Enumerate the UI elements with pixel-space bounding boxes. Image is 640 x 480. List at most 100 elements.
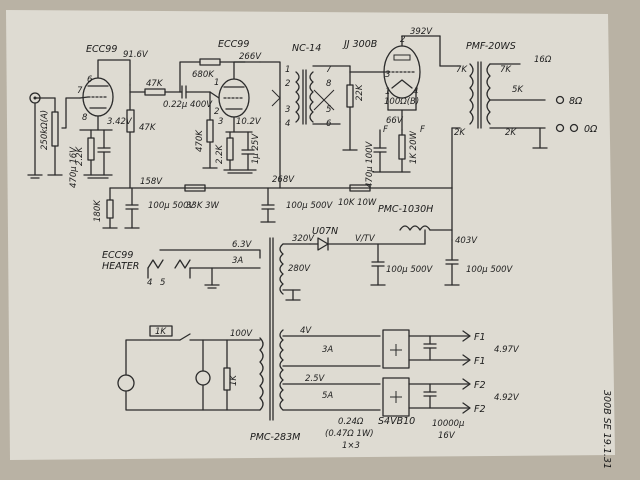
output-f2-a: F2 <box>474 380 486 391</box>
speaker-8-label: 8Ω <box>569 96 583 107</box>
output-tx-label: PMF-20WS <box>466 41 516 52</box>
resistor-47k-series: 47K <box>129 79 181 96</box>
resistor-label: 10K 10W <box>338 198 377 208</box>
capacitor-label: 1μ 25V <box>251 133 261 164</box>
capacitor-label: 0.22μ 400V <box>163 100 213 110</box>
hv-rectifier: V/TV 100μ 500V PMC-1030H 403V 100μ 500V <box>309 204 514 286</box>
tube-v3-label: JJ 300B <box>342 39 377 50</box>
filter-cap-voltage: 16V <box>438 431 456 441</box>
pin-label: 4 <box>147 278 152 288</box>
resistor-label: 100Ω(B) <box>384 97 419 107</box>
pin-label: 2 <box>214 107 219 117</box>
v2-plate-voltage: 266V <box>239 52 262 62</box>
speaker-16-label: 16Ω <box>534 55 552 65</box>
dropper-qty: 1×3 <box>342 441 360 451</box>
v1-cathode-voltage: 3.42V <box>107 117 133 127</box>
coupling-cap: 0.22μ 400V <box>163 85 213 110</box>
filament-label: F <box>420 125 425 135</box>
f2-current: 5A <box>322 391 333 401</box>
resistor-label: 470K <box>195 129 205 152</box>
v3-plate-voltage: 392V <box>410 27 433 37</box>
capacitor-label: 100μ 500V <box>148 201 196 211</box>
f2-output-voltage: 4.92V <box>494 393 520 403</box>
paper-sheet <box>6 10 615 460</box>
bridge-label: S4VB10 <box>378 416 415 427</box>
resistor-label: 33K 3W <box>186 201 219 211</box>
b-line-voltage-2: 268V <box>272 175 295 185</box>
heater-label-line2: HEATER <box>102 261 139 272</box>
heater-current: 3A <box>232 256 243 266</box>
capacitor-label: 470μ 16V <box>69 146 79 188</box>
ac-mid-voltage: 280V <box>288 264 311 274</box>
pin-label: 5 <box>160 278 165 288</box>
power-transformer: U07N PMC-283M 320V 280V <box>250 226 338 443</box>
v2-cathode-voltage: 10.2V <box>236 117 262 127</box>
v3-bias-voltage: 66V <box>386 116 404 126</box>
resistor-label: 1K <box>229 374 239 386</box>
pin-label: 3 <box>218 117 223 127</box>
tap-label: 5K <box>512 85 524 95</box>
heater-voltage: 6.3V <box>232 240 253 250</box>
filter-cap-value: 10000μ <box>432 419 465 429</box>
pin-label: 8 <box>82 113 88 123</box>
output-f1-b: F1 <box>474 356 486 367</box>
choke-label: PMC-1030H <box>378 204 433 215</box>
filament-supply-f1: 4V 3A F1 F1 4.97V <box>282 326 520 369</box>
pin-label: 8 <box>326 79 332 89</box>
filament-notes: 0.24Ω (0.47Ω 1W) 1×3 S4VB10 10000μ 16V <box>325 416 465 451</box>
f1-output-voltage: 4.97V <box>494 345 520 355</box>
pin-label: 3 <box>285 105 290 115</box>
tap-label: 7K <box>456 65 468 75</box>
pot-label: 250kΩ(A) <box>40 110 50 150</box>
rect-voltage: V/TV <box>355 234 376 244</box>
tube-v1-label: ECC99 <box>86 44 117 55</box>
b-plus-rail: 158V 268V 33K 3W 10K 10W 180K 100μ 500V … <box>93 175 453 241</box>
filament-supply-f2: 2.5V 5A F2 F2 4.92V <box>282 374 520 417</box>
output-transformer: PMF-20WS 7K 7K 5K 2K 2K <box>439 35 548 189</box>
pin-label: 2 <box>400 35 405 45</box>
ac-plate-voltage: 320V <box>292 234 315 244</box>
tap-label: 2K <box>454 128 466 138</box>
interstage-label: NC-14 <box>292 43 321 54</box>
speaker-terminals: 16Ω 8Ω 0Ω <box>534 55 598 135</box>
resistor-label: 180K <box>93 199 103 222</box>
pin-label: 6 <box>87 75 93 85</box>
f2-voltage: 2.5V <box>305 374 326 384</box>
resistor-label: 1K 20W <box>409 131 419 164</box>
resistor-label: 1K <box>155 327 167 337</box>
output-f2-b: F2 <box>474 404 486 415</box>
tap-label: 2K <box>505 128 517 138</box>
heater-section: ECC99 HEATER 4 5 6.3V 3A <box>102 240 261 289</box>
pin-label: 1 <box>285 65 290 75</box>
power-tx-top-label: U07N <box>312 226 338 237</box>
pin-label: 4 <box>285 119 290 129</box>
resistor-label: 47K <box>139 123 157 133</box>
f1-voltage: 4V <box>300 326 312 336</box>
volume-pot: 250kΩ(A) <box>34 97 81 176</box>
resistor-label: 2.2K <box>215 143 225 164</box>
v1-plate-voltage: 91.6V <box>123 50 149 60</box>
heater-label-line1: ECC99 <box>102 250 133 261</box>
pin-label: 3 <box>385 70 390 80</box>
pin-label: 7 <box>77 86 83 96</box>
resistor-470k: 470K <box>195 91 218 169</box>
capacitor-label: 470μ 100V <box>365 140 375 188</box>
pin-label: 7 <box>326 65 332 75</box>
mains-input: 1K 100V 1K <box>117 325 261 411</box>
pin-label: 1 <box>214 78 219 88</box>
capacitor-label: 100μ 500V <box>466 265 514 275</box>
resistor-47k-load: 47K <box>126 84 157 189</box>
resistor-label: 47K <box>146 79 164 89</box>
resistor-label: 22K <box>355 83 365 101</box>
capacitor-label: 100μ 500V <box>286 201 334 211</box>
resistor-label: 680K <box>192 70 215 80</box>
resistor-22k: 22K <box>342 71 365 151</box>
tube-v3: JJ 300B 392V 2 3 1 4 F F <box>342 27 441 135</box>
power-tx-label: PMC-283M <box>250 432 300 443</box>
b-line-voltage-3: 403V <box>455 236 478 246</box>
v3-bias-network: 100Ω(B) 66V 1K 20W 470μ 100V <box>365 97 419 188</box>
speaker-gnd-label: 0Ω <box>584 124 598 135</box>
f1-current: 3A <box>322 345 333 355</box>
pin-label: 2 <box>285 79 290 89</box>
